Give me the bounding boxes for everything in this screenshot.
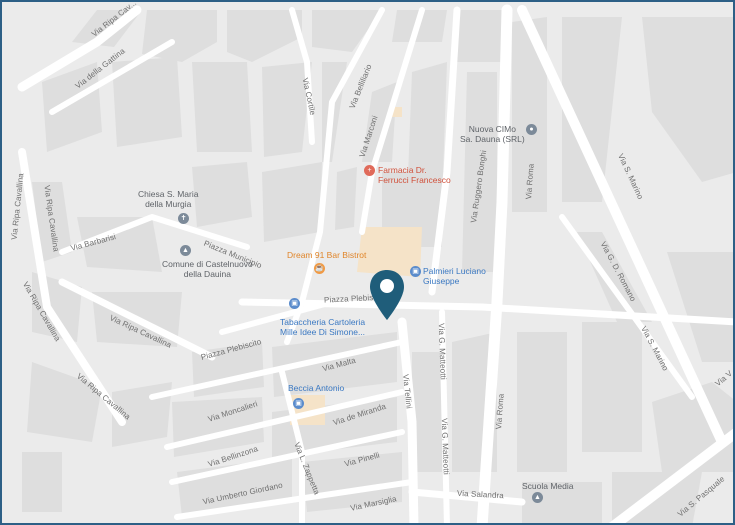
government-icon: ▲ [180,245,191,256]
poi-label: Scuola Media [522,481,574,491]
poi-label: Dream 91 Bar Bistrot [287,250,367,260]
shop-icon: ▣ [289,298,300,309]
shop-icon: ▣ [410,266,421,277]
shop-icon: ▣ [293,398,304,409]
map-marker-icon: ● [526,124,537,135]
poi-label: Beccia Antonio [288,383,345,393]
poi-label: Tabaccheria Cartoleria Mille Idee Di Sim… [280,317,366,337]
poi-label: Comune di Castelnuovo della Dauina [162,259,253,279]
poi-label: Palmieri Luciano Giuseppe [423,266,486,286]
church-icon: ✝ [178,213,189,224]
street-label: Via G. Matteotti [436,323,448,380]
pharmacy-icon: + [364,165,375,176]
poi-label: Nuova CIMo Sa. Dauna (SRL) [460,124,525,144]
roads [17,4,733,523]
cafe-icon: ☕ [314,263,325,274]
poi-label: Chiesa S. Maria della Murgia [138,189,199,209]
poi-label: Farmacia Dr. Ferrucci Francesco [378,165,451,185]
location-pin-icon[interactable] [367,268,407,324]
school-icon: ▲ [532,492,543,503]
street-label: Via G. Matteotti [439,418,451,475]
